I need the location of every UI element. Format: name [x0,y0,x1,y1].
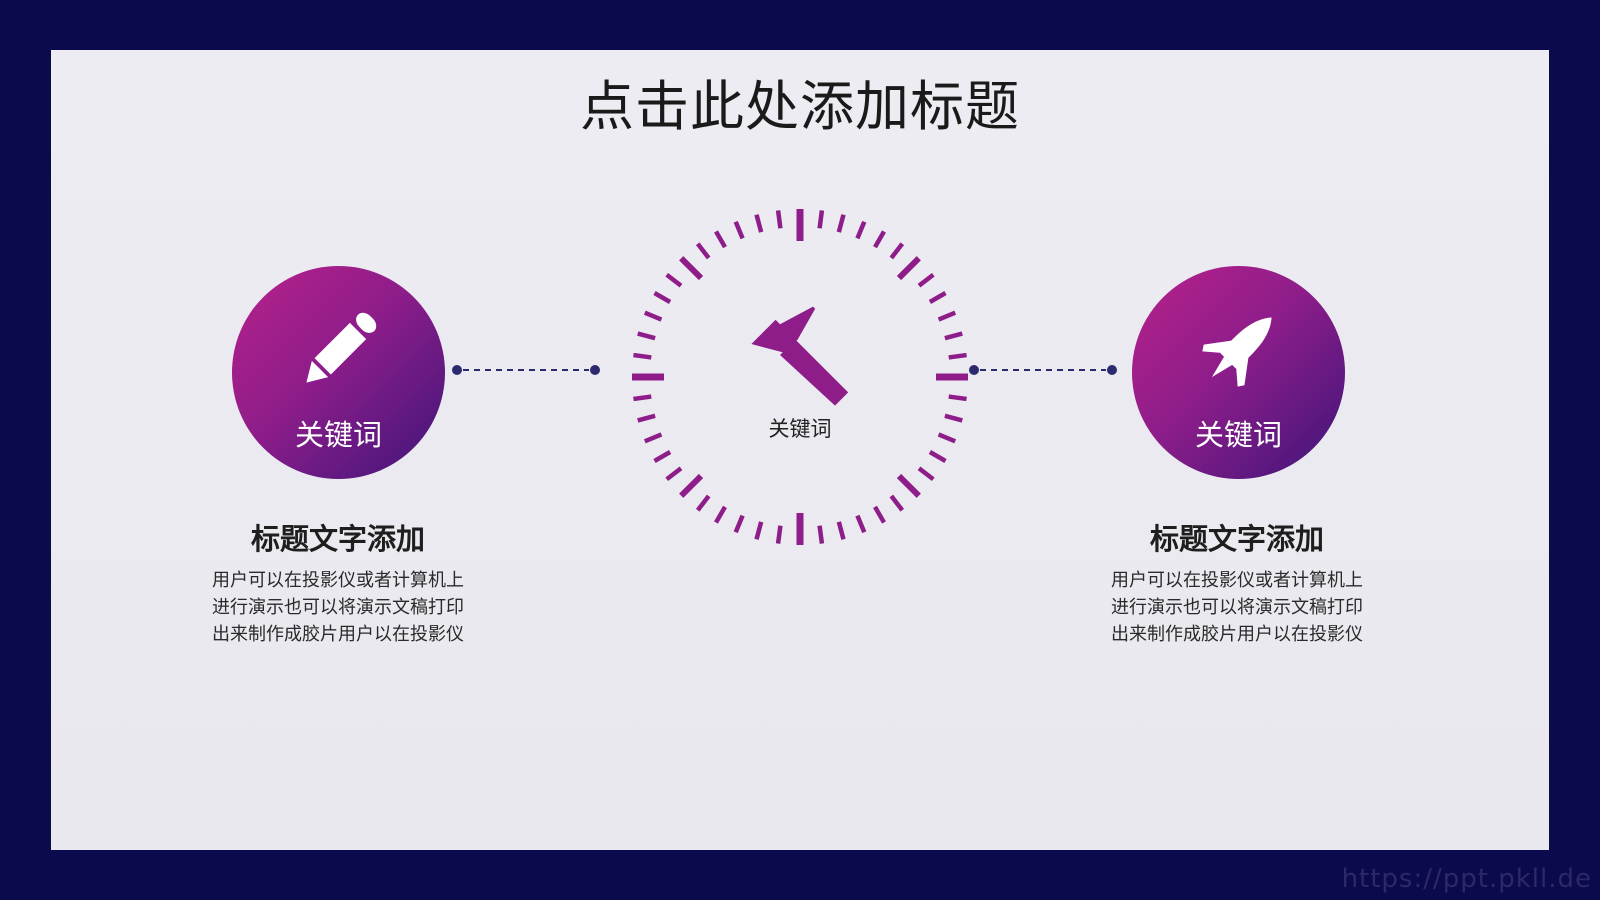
dial-tick [637,331,656,341]
right-body-line: 用户可以在投影仪或者计算机上 [1111,570,1363,591]
dial-tick [944,413,963,423]
dial-tick [775,525,783,544]
dial-tick [836,214,846,233]
dial-tick [948,352,967,360]
left-keyword-circle: 关键词 [232,266,445,479]
dial-tick [896,473,921,498]
dial-tick [917,272,935,288]
left-body-line: 用户可以在投影仪或者计算机上 [212,570,464,591]
dial-tick [754,214,764,233]
dial-tick [633,352,652,360]
dial-tick [733,514,745,534]
dial-tick [944,331,963,341]
dial-tick [928,450,947,463]
left-body-line: 出来制作成胶片用户以在投影仪 [212,624,464,645]
slide: 点击此处添加标题 关键词 关键词 [51,50,1549,850]
dial-tick [637,413,656,423]
left-body-text[interactable]: 用户可以在投影仪或者计算机上 进行演示也可以将演示文稿打印 出来制作成胶片用户以… [158,567,518,648]
right-body-line: 出来制作成胶片用户以在投影仪 [1111,624,1363,645]
center-dial: 关键词 [627,204,973,550]
dial-tick [937,432,957,444]
dial-tick [665,466,683,482]
dial-tick [917,466,935,482]
right-body-line: 进行演示也可以将演示文稿打印 [1111,597,1363,618]
right-keyword-circle: 关键词 [1132,266,1345,479]
slide-title[interactable]: 点击此处添加标题 [580,75,1020,138]
hammer-icon [751,306,849,406]
right-connector [969,365,1117,375]
dial-ticks [632,209,968,545]
dial-tick [896,256,921,281]
dial-tick [855,514,867,534]
rocket-icon [1201,317,1272,387]
left-body-line: 进行演示也可以将演示文稿打印 [212,597,464,618]
dial-tick [775,210,783,229]
left-heading[interactable]: 标题文字添加 [250,522,425,556]
dial-tick [928,291,947,304]
dial-tick [889,494,905,512]
dial-tick [653,291,672,304]
dial-tick [695,242,711,260]
right-body-text[interactable]: 用户可以在投影仪或者计算机上 进行演示也可以将演示文稿打印 出来制作成胶片用户以… [1057,567,1417,648]
dial-tick [817,525,825,544]
dial-tick [948,394,967,402]
center-keyword-label: 关键词 [768,417,832,441]
dial-tick [714,230,727,249]
dial-tick [873,505,886,524]
dial-tick [679,256,704,281]
dial-tick [643,432,663,444]
right-heading[interactable]: 标题文字添加 [1149,522,1324,556]
dial-tick [817,210,825,229]
dial-tick [754,521,764,540]
dial-tick [695,494,711,512]
right-keyword-label: 关键词 [1194,418,1282,452]
pencil-icon [305,312,376,383]
dial-tick [714,505,727,524]
dial-tick [873,230,886,249]
dial-tick [836,521,846,540]
left-keyword-label: 关键词 [294,418,382,452]
dial-tick [889,242,905,260]
watermark-url: https://ppt.pkll.de [1341,864,1592,894]
dial-tick [855,220,867,240]
dial-tick [665,272,683,288]
dial-tick [643,310,663,322]
dial-tick [633,394,652,402]
dial-tick [653,450,672,463]
dial-tick [679,473,704,498]
left-connector [452,365,600,375]
dial-tick [937,310,957,322]
dial-tick [733,220,745,240]
